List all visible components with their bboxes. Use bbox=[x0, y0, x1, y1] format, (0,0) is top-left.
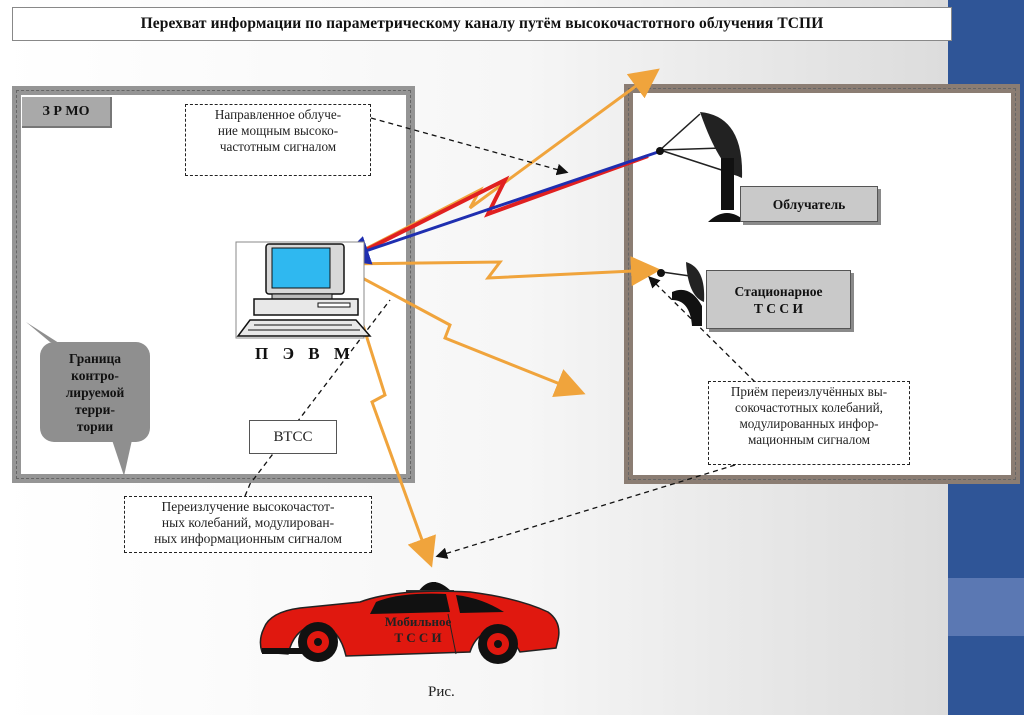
boundary-line: контро- bbox=[71, 367, 119, 383]
note-reradiation-line: ных колебаний, модулирован- bbox=[161, 515, 335, 530]
note-reception-line: мационным сигналом bbox=[747, 432, 871, 447]
boundary-line: терри- bbox=[75, 401, 115, 417]
irradiation-red-beam bbox=[351, 154, 649, 259]
boundary-line: Граница bbox=[68, 350, 122, 366]
note-reradiation-line: ных информационным сигналом bbox=[154, 531, 342, 546]
boundary-bubble: Граница контро- лируемой терри- тории bbox=[40, 342, 150, 442]
note-reception-line: Приём переизлучённых вы- bbox=[730, 384, 888, 399]
note-irradiation-line: ние мощным высоко- bbox=[217, 123, 339, 138]
stationary-label-line: Стационарное bbox=[734, 283, 823, 299]
slide-title: Перехват информации по параметрическому … bbox=[12, 7, 952, 41]
boundary-line: лируемой bbox=[65, 384, 125, 400]
mobile-label: Мобильное Т С С И bbox=[372, 614, 464, 646]
note-reradiation-line: Переизлучение высокочастот- bbox=[161, 499, 335, 514]
note-reradiation: Переизлучение высокочастот- ных колебани… bbox=[124, 496, 372, 553]
dashed-pointers bbox=[244, 117, 756, 559]
note-irradiation-line: частотным сигналом bbox=[219, 139, 337, 154]
zone-tag: З Р МО bbox=[22, 97, 112, 128]
side-band-middle bbox=[948, 578, 1024, 636]
note-reception-line: сокочастотных колебаний, bbox=[735, 400, 883, 415]
figure-caption: Рис. bbox=[428, 684, 455, 700]
mobile-label-line: Мобильное bbox=[384, 614, 452, 629]
stationary-label: Стационарное Т С С И bbox=[706, 270, 851, 329]
note-irradiation-line: Направленное облуче- bbox=[214, 107, 342, 122]
note-reception: Приём переизлучённых вы- сокочастотных к… bbox=[708, 381, 910, 465]
note-reception-line: модулированных инфор- bbox=[739, 416, 879, 431]
stationary-label-line: Т С С И bbox=[753, 300, 804, 316]
boundary-line: тории bbox=[76, 418, 114, 434]
irradiator-label: Облучатель bbox=[740, 186, 878, 222]
irradiation-blue-beam bbox=[339, 150, 659, 265]
side-band-bottom bbox=[948, 636, 1024, 715]
btcc-box: ВТСС bbox=[249, 420, 337, 454]
note-irradiation: Направленное облуче- ние мощным высоко- … bbox=[185, 104, 371, 176]
mobile-label-line: Т С С И bbox=[394, 630, 442, 645]
pc-label: П Э В М bbox=[255, 344, 355, 363]
